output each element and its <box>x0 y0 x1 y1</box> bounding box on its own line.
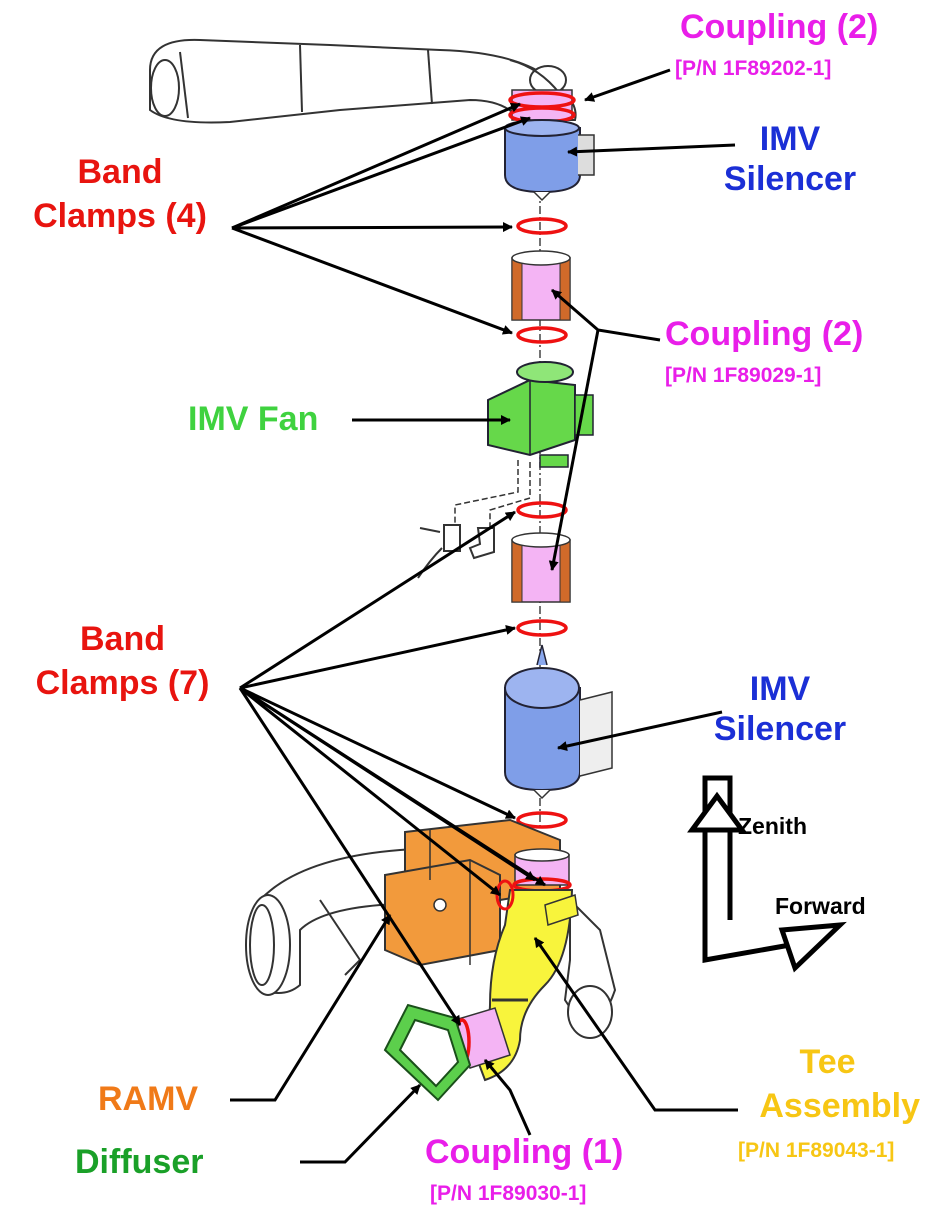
band-clamp-rings <box>516 217 568 829</box>
bottom-imv-silencer <box>504 644 613 800</box>
diffuser <box>383 1003 472 1102</box>
band-clamps-7-line2: Clamps (7) <box>35 664 210 702</box>
coupling-top-label: Coupling (2) <box>680 8 879 46</box>
band-clamps-7-line1: Band <box>80 620 165 658</box>
leader-lines <box>230 68 738 1164</box>
coupling-mid-label: Coupling (2) <box>665 315 864 353</box>
tee-assembly-line1: Tee <box>799 1043 856 1081</box>
coupling-top-part-number: [P/N 1F89202-1] <box>675 57 832 80</box>
orientation-indicator <box>687 775 847 973</box>
top-imv-silencer <box>504 119 595 202</box>
coupling-mid-part-number: [P/N 1F89029-1] <box>665 364 822 387</box>
imv-silencer-bottom-line1: IMV <box>749 670 811 708</box>
coupling-bottom-label: Coupling (1) <box>425 1133 624 1171</box>
ramv-label: RAMV <box>98 1080 199 1118</box>
middle-coupling-upper <box>511 250 571 321</box>
band-clamps-7-label: Band Clamps (7) <box>0 622 245 700</box>
imv-fan <box>487 361 594 468</box>
coupling-bottom-part-number: [P/N 1F89030-1] <box>430 1182 587 1205</box>
diffuser-label: Diffuser <box>75 1143 204 1181</box>
band-clamps-4-label: Band Clamps (4) <box>0 155 240 233</box>
band-clamps-4-line2: Clamps (4) <box>33 197 207 235</box>
fan-drain-line <box>454 460 531 530</box>
imv-silencer-bottom-label: IMV Silencer <box>710 672 850 746</box>
top-coupling <box>508 89 576 124</box>
forward-label: Forward <box>775 893 866 919</box>
tee-assembly-label: Tee Assembly <box>735 1045 920 1123</box>
middle-coupling-lower <box>511 532 571 603</box>
imv-silencer-top-line2: Silencer <box>723 160 857 198</box>
imv-fan-label: IMV Fan <box>188 400 319 438</box>
tee-assembly-line2: Assembly <box>759 1087 920 1125</box>
imv-silencer-top-line1: IMV <box>759 120 821 158</box>
imv-silencer-bottom-line2: Silencer <box>713 710 847 748</box>
tee-top-coupling <box>512 848 572 893</box>
zenith-label: Zenith <box>738 813 807 839</box>
band-clamps-4-line1: Band <box>77 153 163 191</box>
fan-drain-fittings <box>417 524 495 579</box>
imv-silencer-top-label: IMV Silencer <box>720 122 860 196</box>
tee-assembly-part-number: [P/N 1F89043-1] <box>738 1139 895 1162</box>
top-elbow-duct <box>149 38 577 124</box>
